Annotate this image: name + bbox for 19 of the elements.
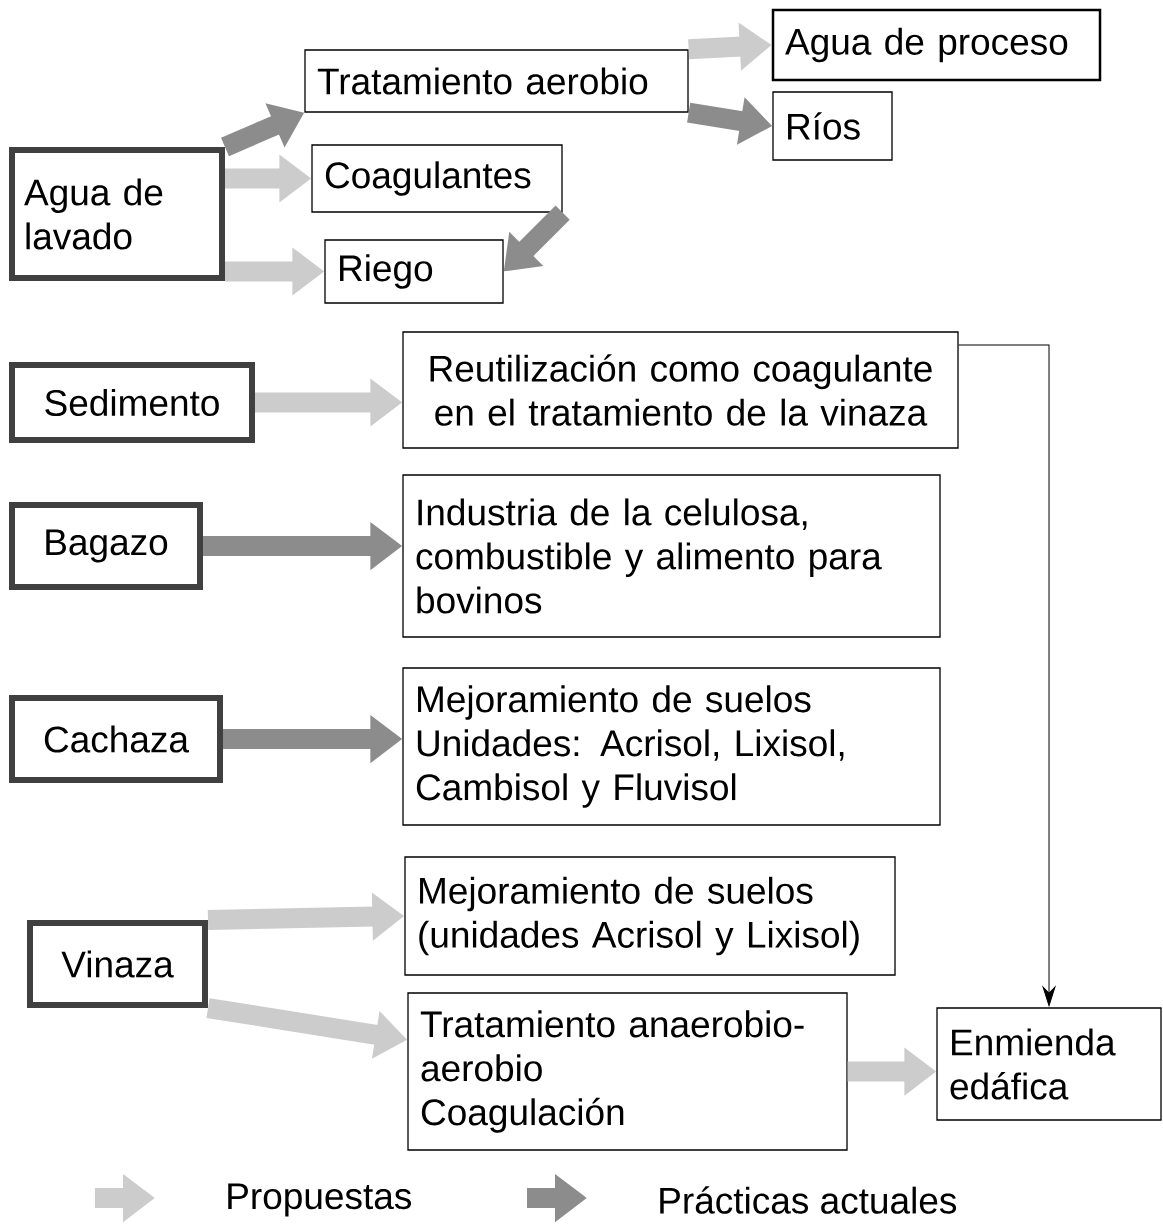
- source-box: Cachaza: [9, 695, 223, 783]
- result-box: Tratamiento anaerobio-aerobio Coagulación: [407, 992, 848, 1151]
- source-box: Vinaza: [27, 920, 208, 1008]
- legend-label: Prácticas actuales: [660, 1186, 957, 1214]
- result-box: Ríos: [772, 91, 893, 161]
- result-box: Mejoramiento de suelos (unidades Acrisol y Lixisol): [404, 856, 896, 976]
- result-box: Reutilización como coagulante en el tratamiento de la vinaza: [402, 331, 959, 449]
- arrow: [958, 344, 1056, 1007]
- legend-label: Propuestas: [228, 1183, 411, 1217]
- result-box: Agua de proceso: [771, 8, 1102, 82]
- result-box: Coagulantes: [311, 144, 563, 213]
- source-box: Agua de lavado: [9, 147, 225, 281]
- result-box: Mejoramiento de suelos Unidades: Acrisol, Lixisol, Cambisol y Fluvisol: [402, 667, 941, 826]
- source-box: Bagazo: [9, 502, 203, 590]
- source-box: Sedimento: [9, 362, 255, 443]
- result-box: Enmienda edáfica: [936, 1007, 1162, 1121]
- result-box: Riego: [324, 239, 504, 304]
- result-box: Industria de la celulosa, combustible y alimento para bovinos: [402, 474, 941, 638]
- result-box: Tratamiento aerobio: [304, 49, 689, 113]
